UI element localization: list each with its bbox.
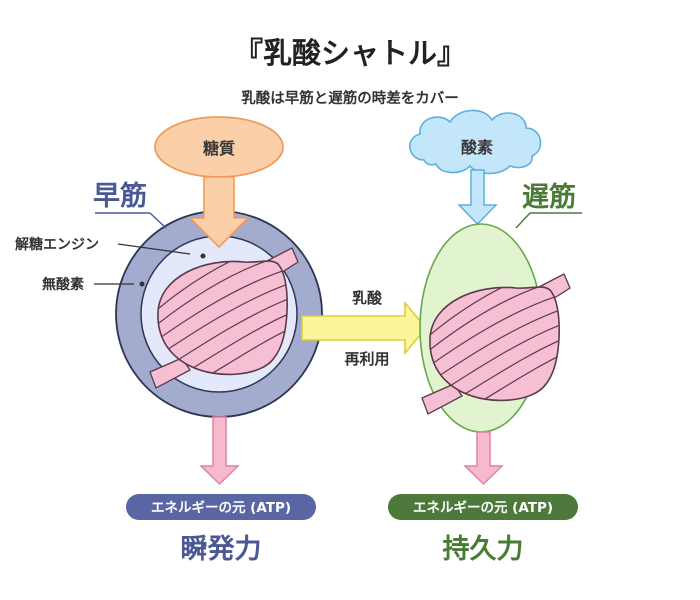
- slow-atp-down-arrow: [463, 431, 504, 486]
- sugar-label: 糖質: [203, 139, 235, 158]
- anaerobic-label: 無酸素: [42, 276, 84, 293]
- slow-muscle-label: 遅筋: [522, 181, 576, 213]
- lactate-shuttle-arrow: [301, 300, 428, 356]
- fast-muscle-fiber-icon: [149, 247, 299, 389]
- fast-muscle-label: 早筋: [93, 180, 147, 212]
- oxygen-down-arrow: [457, 169, 498, 226]
- oxygen-cloud: [409, 109, 542, 175]
- sugar-down-arrow: [188, 176, 250, 249]
- diagram-subtitle: 乳酸は早筋と遅筋の時差をカバー: [241, 89, 459, 107]
- fast-atp-badge-text: エネルギーの元 (ATP): [151, 500, 291, 516]
- oxygen-label: 酸素: [461, 138, 493, 157]
- diagram-title: 『乳酸シャトル』: [234, 36, 466, 70]
- slow-atp-badge: [388, 494, 578, 520]
- glycolysis-leader-line: [117, 243, 191, 255]
- fast-label-leader: [149, 212, 167, 229]
- anaerobic-leader-dot: [139, 281, 145, 287]
- slow-label-leader: [515, 212, 531, 229]
- glycolysis-engine-label: 解糖エンジン: [15, 236, 99, 253]
- lactate-label: 乳酸: [352, 289, 383, 307]
- endurance-label: 持久力: [443, 534, 524, 565]
- reuse-label: 再利用: [344, 350, 389, 368]
- slow-atp-badge-text: エネルギーの元 (ATP): [413, 500, 553, 516]
- fast-atp-down-arrow: [199, 416, 240, 486]
- slow-muscle-fiber-icon: [421, 273, 571, 415]
- explosive-power-label: 瞬発力: [181, 534, 262, 565]
- fast-atp-badge: [126, 494, 316, 520]
- glycolysis-leader-dot: [200, 253, 206, 259]
